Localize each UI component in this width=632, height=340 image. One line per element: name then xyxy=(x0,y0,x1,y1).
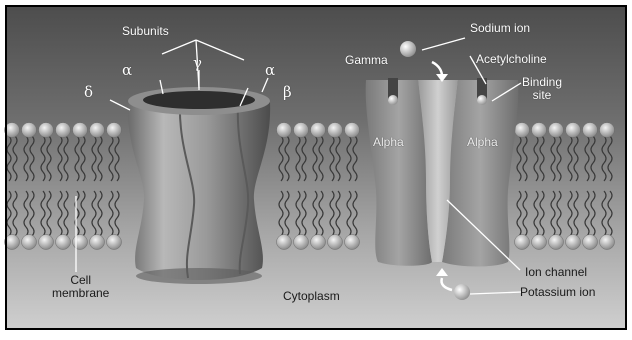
lipid-head xyxy=(90,235,105,250)
lipid-head xyxy=(345,123,360,138)
acetylcholine-right-icon xyxy=(477,95,487,105)
lipid-head xyxy=(294,123,309,138)
receptor-cross-section-right xyxy=(366,78,519,267)
subunits-label: Subunits xyxy=(122,25,169,38)
acetylcholine-left-icon xyxy=(388,95,398,105)
alpha-right-label: Alpha xyxy=(467,136,498,149)
lipid-head xyxy=(566,123,581,138)
acetylcholine-label: Acetylcholine xyxy=(476,53,547,66)
sodium-ion-icon xyxy=(400,41,416,57)
lipid-head xyxy=(600,123,615,138)
lipid-head xyxy=(532,235,547,250)
lipid-head xyxy=(277,235,292,250)
lipid-head xyxy=(549,123,564,138)
receptor-barrel-left xyxy=(128,87,270,284)
lipid-head xyxy=(22,123,37,138)
delta-symbol: δ xyxy=(84,84,93,100)
potassium-ion-label: Potassium ion xyxy=(520,286,595,299)
lipid-head xyxy=(73,235,88,250)
alpha-left-symbol: α xyxy=(122,62,132,78)
lipid-head xyxy=(311,123,326,138)
lipid-head xyxy=(532,123,547,138)
lipid-head xyxy=(583,123,598,138)
cell-membrane-label: Cell membrane xyxy=(52,274,109,300)
lipid-head xyxy=(39,123,54,138)
gamma-label: Gamma xyxy=(345,54,388,67)
potassium-ion-icon xyxy=(454,284,470,300)
lipid-head xyxy=(583,235,598,250)
alpha-left-label: Alpha xyxy=(373,136,404,149)
lipid-head xyxy=(600,235,615,250)
alpha-right-symbol: α xyxy=(265,62,275,78)
lipid-head xyxy=(515,235,530,250)
lipid-head xyxy=(345,235,360,250)
ion-channel-label: Ion channel xyxy=(525,266,587,279)
lipid-head xyxy=(107,123,122,138)
lipid-head xyxy=(73,123,88,138)
cytoplasm-label: Cytoplasm xyxy=(283,290,340,303)
lipid-head xyxy=(22,235,37,250)
lipid-head xyxy=(549,235,564,250)
lipid-head xyxy=(277,123,292,138)
lipid-head xyxy=(515,123,530,138)
lipid-head xyxy=(566,235,581,250)
beta-symbol: β xyxy=(283,84,292,100)
lipid-head xyxy=(311,235,326,250)
lipid-head xyxy=(294,235,309,250)
lipid-head xyxy=(328,123,343,138)
binding-site-label: Binding site xyxy=(522,76,562,102)
lipid-head xyxy=(39,235,54,250)
gamma-symbol: γ xyxy=(193,55,202,71)
lipid-head xyxy=(90,123,105,138)
sodium-ion-label: Sodium ion xyxy=(470,22,530,35)
lipid-head xyxy=(56,123,71,138)
lipid-head xyxy=(107,235,122,250)
lipid-head xyxy=(56,235,71,250)
lipid-head xyxy=(328,235,343,250)
